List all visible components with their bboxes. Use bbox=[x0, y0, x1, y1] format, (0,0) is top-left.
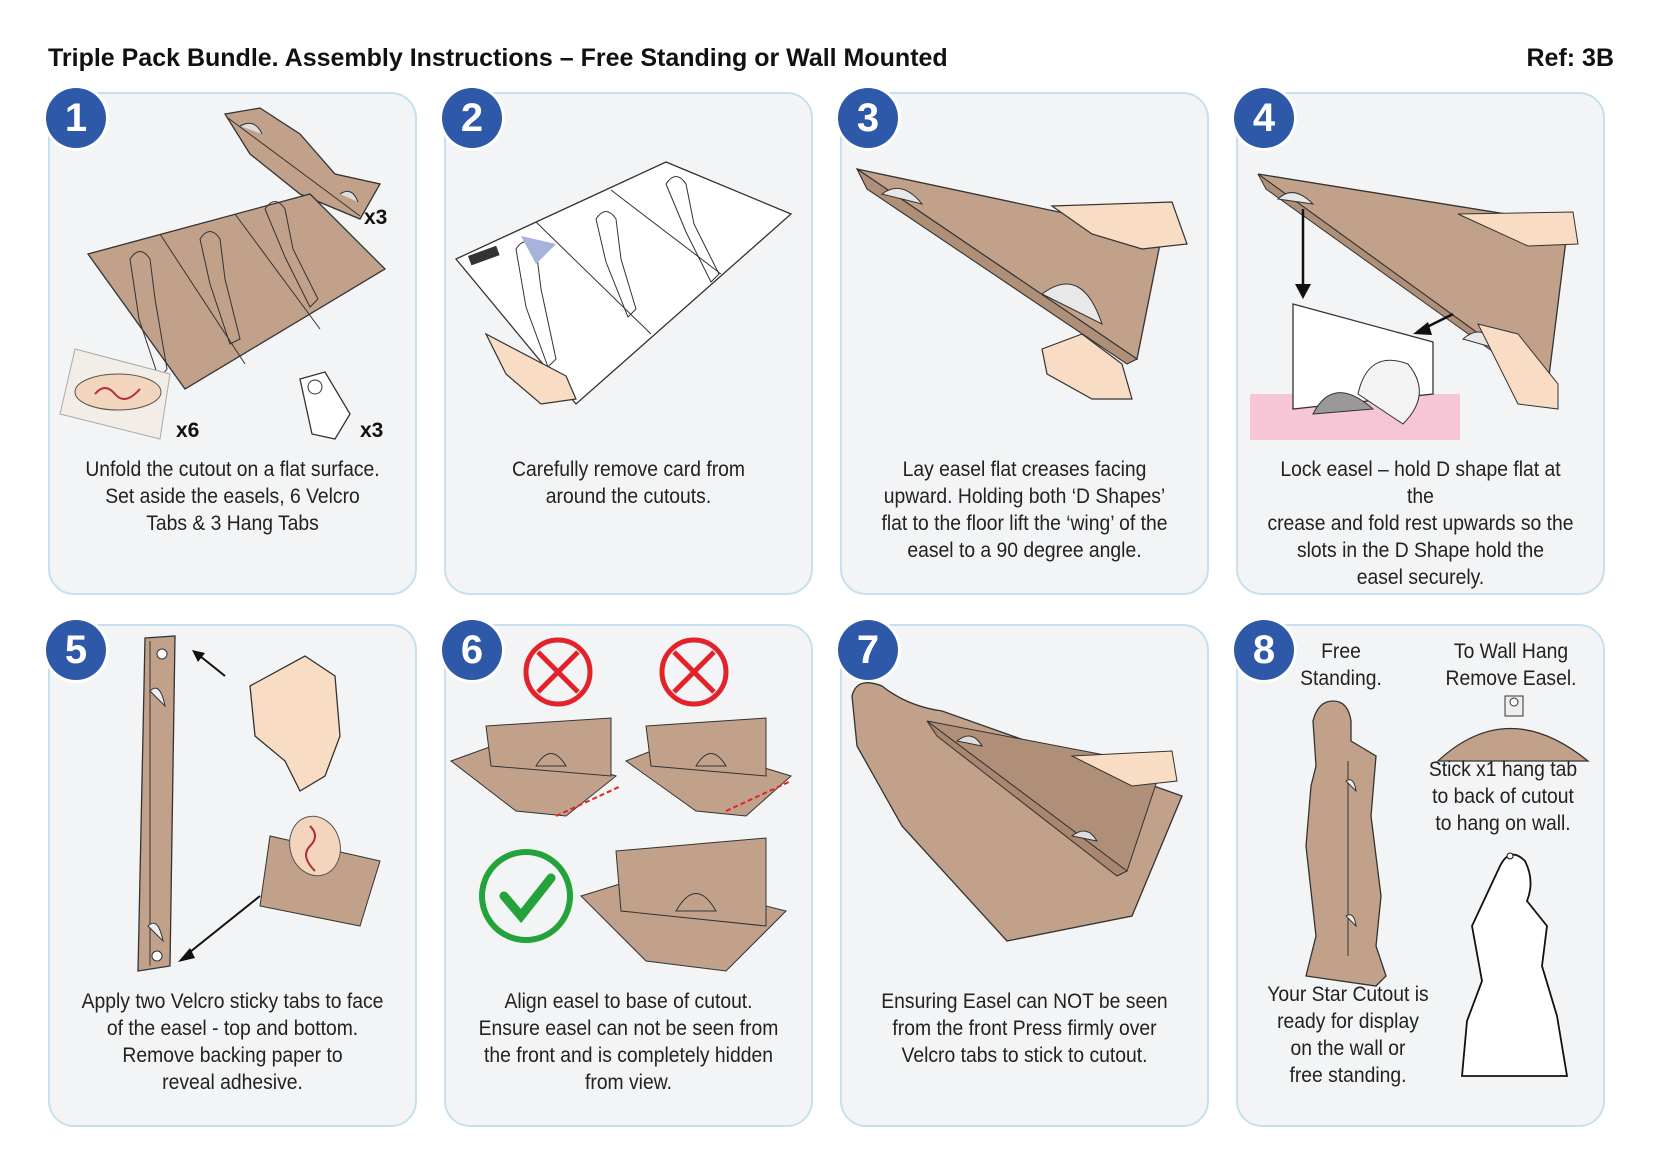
apply-velcro-illustration bbox=[137, 635, 381, 972]
step-panel-7: 7 Ensuring Easel can NOT be seen from th… bbox=[838, 620, 1209, 1127]
display-options-illustration bbox=[1305, 695, 1590, 1077]
step-panel-4: 4 Lock easel – hold D shape flat at the … bbox=[1234, 88, 1605, 595]
easel-count-label: x3 bbox=[364, 206, 388, 229]
step-panel-6: 6 Align easel to base of cutout. Ensure … bbox=[442, 620, 813, 1127]
lift-easel-wing-illustration bbox=[855, 167, 1188, 400]
step-panel-5: 5 Apply two Velcro sticky tabs to face o… bbox=[46, 620, 417, 1127]
wall-hang-label: To Wall Hang Remove Easel. bbox=[1445, 640, 1577, 690]
step-panel-2: 2 Carefully remove card from around the … bbox=[442, 88, 813, 595]
velcro-count-label: x6 bbox=[176, 419, 200, 442]
step-caption: Your Star Cutout is ready for display on… bbox=[1267, 983, 1429, 1087]
step-number-badge: 6 bbox=[442, 620, 502, 680]
step-panel-1: 1 x3 x6 x3 Unfold the cutout on a flat s… bbox=[46, 88, 417, 595]
remove-card-illustration bbox=[454, 161, 793, 405]
step-number-badge: 3 bbox=[838, 88, 898, 148]
free-standing-label: Free Standing. bbox=[1300, 640, 1382, 690]
step-caption: Carefully remove card from around the cu… bbox=[512, 458, 745, 508]
page-title: Triple Pack Bundle. Assembly Instruction… bbox=[48, 44, 948, 72]
hang-tab-count-label: x3 bbox=[360, 419, 384, 442]
step-number-badge: 7 bbox=[838, 620, 898, 680]
step-number-badge: 2 bbox=[442, 88, 502, 148]
lock-easel-illustration bbox=[1250, 173, 1579, 440]
step-number-badge: 4 bbox=[1234, 88, 1294, 148]
step-caption: Lock easel – hold D shape flat at the cr… bbox=[1267, 458, 1574, 589]
step-number-badge: 1 bbox=[46, 88, 106, 148]
step-caption: Unfold the cutout on a flat surface. Set… bbox=[85, 458, 380, 535]
press-easel-illustration bbox=[851, 682, 1183, 942]
step-panel-3: 3 Lay easel flat creases facing upward. … bbox=[838, 88, 1209, 595]
step-caption: Align easel to base of cutout. Ensure ea… bbox=[478, 990, 779, 1094]
step-caption: Apply two Velcro sticky tabs to face of … bbox=[81, 990, 384, 1094]
step-number-badge: 8 bbox=[1234, 620, 1294, 680]
hang-tab-instruction: Stick x1 hang tab to back of cutout to h… bbox=[1428, 758, 1578, 835]
step-number-badge: 5 bbox=[46, 620, 106, 680]
step-caption: Ensuring Easel can NOT be seen from the … bbox=[881, 990, 1168, 1067]
reference-code: Ref: 3B bbox=[1526, 44, 1614, 72]
step-caption: Lay easel flat creases facing upward. Ho… bbox=[881, 458, 1168, 562]
step-panel-8: 8 Free Standing. To Wall Hang Remove Eas… bbox=[1234, 620, 1605, 1127]
unfold-cutout-illustration bbox=[59, 107, 387, 440]
align-easel-illustration bbox=[449, 637, 792, 972]
